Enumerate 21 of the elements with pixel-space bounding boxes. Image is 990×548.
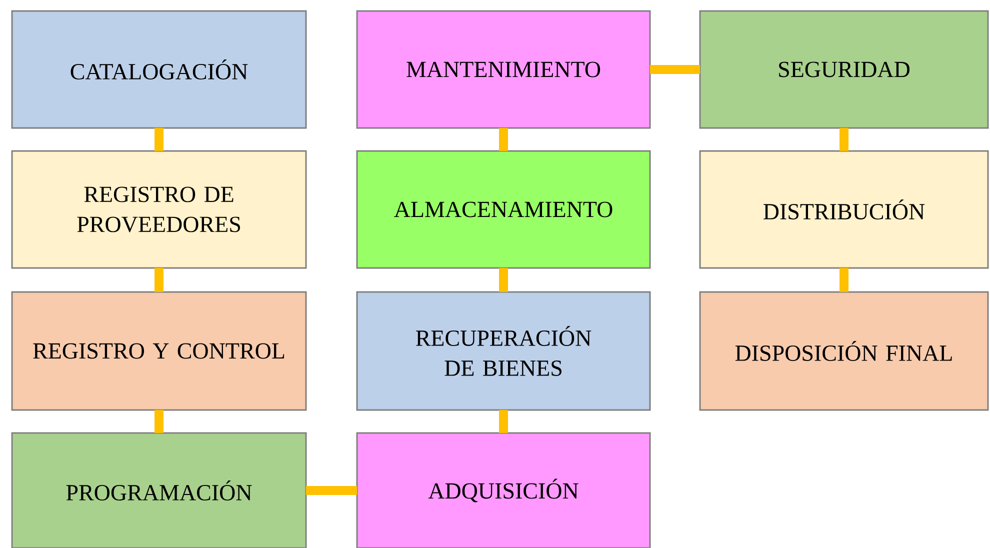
connector-line <box>499 268 508 292</box>
process-box: REGISTRO Y CONTROL <box>11 291 307 411</box>
connector-line <box>154 128 164 152</box>
process-box: ADQUISICIÓN <box>356 432 651 548</box>
process-box: ALMACENAMIENTO <box>356 150 651 269</box>
process-box: REGISTRO DE PROVEEDORES <box>11 150 307 269</box>
connector-line <box>154 410 164 434</box>
connector-line <box>840 268 848 292</box>
process-box: DISTRIBUCIÓN <box>699 150 989 269</box>
connector-line <box>499 128 508 152</box>
process-box: DISPOSICIÓN FINAL <box>699 291 989 411</box>
connector-line <box>306 486 358 495</box>
connector-line <box>154 268 164 292</box>
process-box: CATALOGACIÓN <box>11 10 307 129</box>
process-box: MANTENIMIENTO <box>356 10 651 129</box>
process-box: SEGURIDAD <box>699 10 989 129</box>
connector-line <box>650 65 700 74</box>
process-box: PROGRAMACIÓN <box>11 432 307 548</box>
process-box: RECUPERACIÓN DE BIENES <box>356 291 651 411</box>
connector-line <box>840 128 848 152</box>
connector-line <box>499 410 508 434</box>
